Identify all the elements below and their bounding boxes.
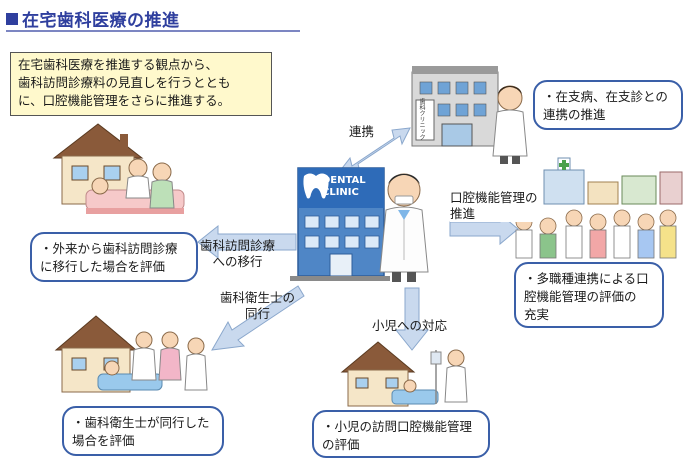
title-square-icon xyxy=(6,12,18,25)
houmon-label-line: 歯科訪問診療 xyxy=(200,238,276,253)
callout-line: ・在支病、在支診との xyxy=(543,89,668,104)
callout-line: ・多職種連携による口 xyxy=(524,271,649,286)
callout-mid-right: ・多職種連携による口 腔機能管理の評価の 充実 xyxy=(514,262,664,328)
callout-line: に移行した場合を評価 xyxy=(40,259,166,274)
dental-clinic-illustration xyxy=(290,167,390,281)
renkei-double-arrow xyxy=(334,127,411,177)
town-buildings-illustration xyxy=(543,157,683,205)
callout-bottom-center: ・小児の訪問口腔機能管理 の評価 xyxy=(312,410,490,458)
hospital-sign: 歯科クリニック xyxy=(418,98,425,140)
hygienist-visit-illustration xyxy=(54,315,208,393)
houmon-left-arrow xyxy=(197,224,297,260)
doctor-illustration xyxy=(492,85,528,164)
tooth-icon xyxy=(303,173,329,199)
care-team-illustration xyxy=(515,209,677,259)
houmon-label-line: への移行 xyxy=(212,254,263,269)
callout-line: ・歯科衛生士が同行した xyxy=(72,415,210,430)
shouni-label: 小児への対応 xyxy=(372,318,448,333)
intro-box: 在宅歯科医療を推進する観点から、 歯科訪問診療料の見直しを行うととも に、口腔機… xyxy=(10,52,272,116)
eiseishi-label-line: 同行 xyxy=(245,306,271,321)
houmon-label: 歯科訪問診療 への移行 xyxy=(200,238,275,270)
callout-top-right: ・在支病、在支診との 連携の推進 xyxy=(533,80,683,130)
callout-line: ・外来から歯科訪問診療 xyxy=(40,241,178,256)
child-visit-illustration xyxy=(340,341,468,407)
kokuu-label-line: 口腔機能管理の xyxy=(450,190,538,205)
callout-left-bottom: ・歯科衛生士が同行した 場合を評価 xyxy=(62,406,224,456)
intro-line: 歯科訪問診療料の見直しを行うととも xyxy=(18,75,231,90)
intro-line: 在宅歯科医療を推進する観点から、 xyxy=(18,57,219,72)
callout-line: 連携の推進 xyxy=(543,107,606,122)
callout-line: ・小児の訪問口腔機能管理 xyxy=(322,419,473,434)
callout-line: 腔機能管理の評価の xyxy=(524,289,637,304)
eiseishi-label-line: 歯科衛生士の xyxy=(220,290,296,305)
clinic-sign-line: CLINIC xyxy=(322,187,359,198)
page-title: 在宅歯科医療の推進 xyxy=(6,6,180,31)
callout-left-mid: ・外来から歯科訪問診療 に移行した場合を評価 xyxy=(30,232,198,282)
page-title-text: 在宅歯科医療の推進 xyxy=(22,11,180,31)
dentist-illustration xyxy=(379,173,429,282)
clinic-sign: DENTAL CLINIC xyxy=(322,175,366,199)
hospital-illustration xyxy=(411,66,499,147)
shouni-down-arrow xyxy=(394,287,430,351)
callout-line: 充実 xyxy=(524,307,550,322)
callout-line: 場合を評価 xyxy=(72,433,135,448)
home-visit-illustration xyxy=(52,123,185,214)
kokuu-label: 口腔機能管理の 推進 xyxy=(450,190,538,222)
renkei-label: 連携 xyxy=(349,124,375,140)
clinic-sign-line: DENTAL xyxy=(322,175,366,186)
intro-line: に、口腔機能管理をさらに推進する。 xyxy=(18,93,231,108)
kokuu-label-line: 推進 xyxy=(450,206,476,221)
callout-line: の評価 xyxy=(322,437,360,452)
eiseishi-label: 歯科衛生士の 同行 xyxy=(220,290,295,322)
eiseishi-diagonal-arrow xyxy=(211,285,305,351)
